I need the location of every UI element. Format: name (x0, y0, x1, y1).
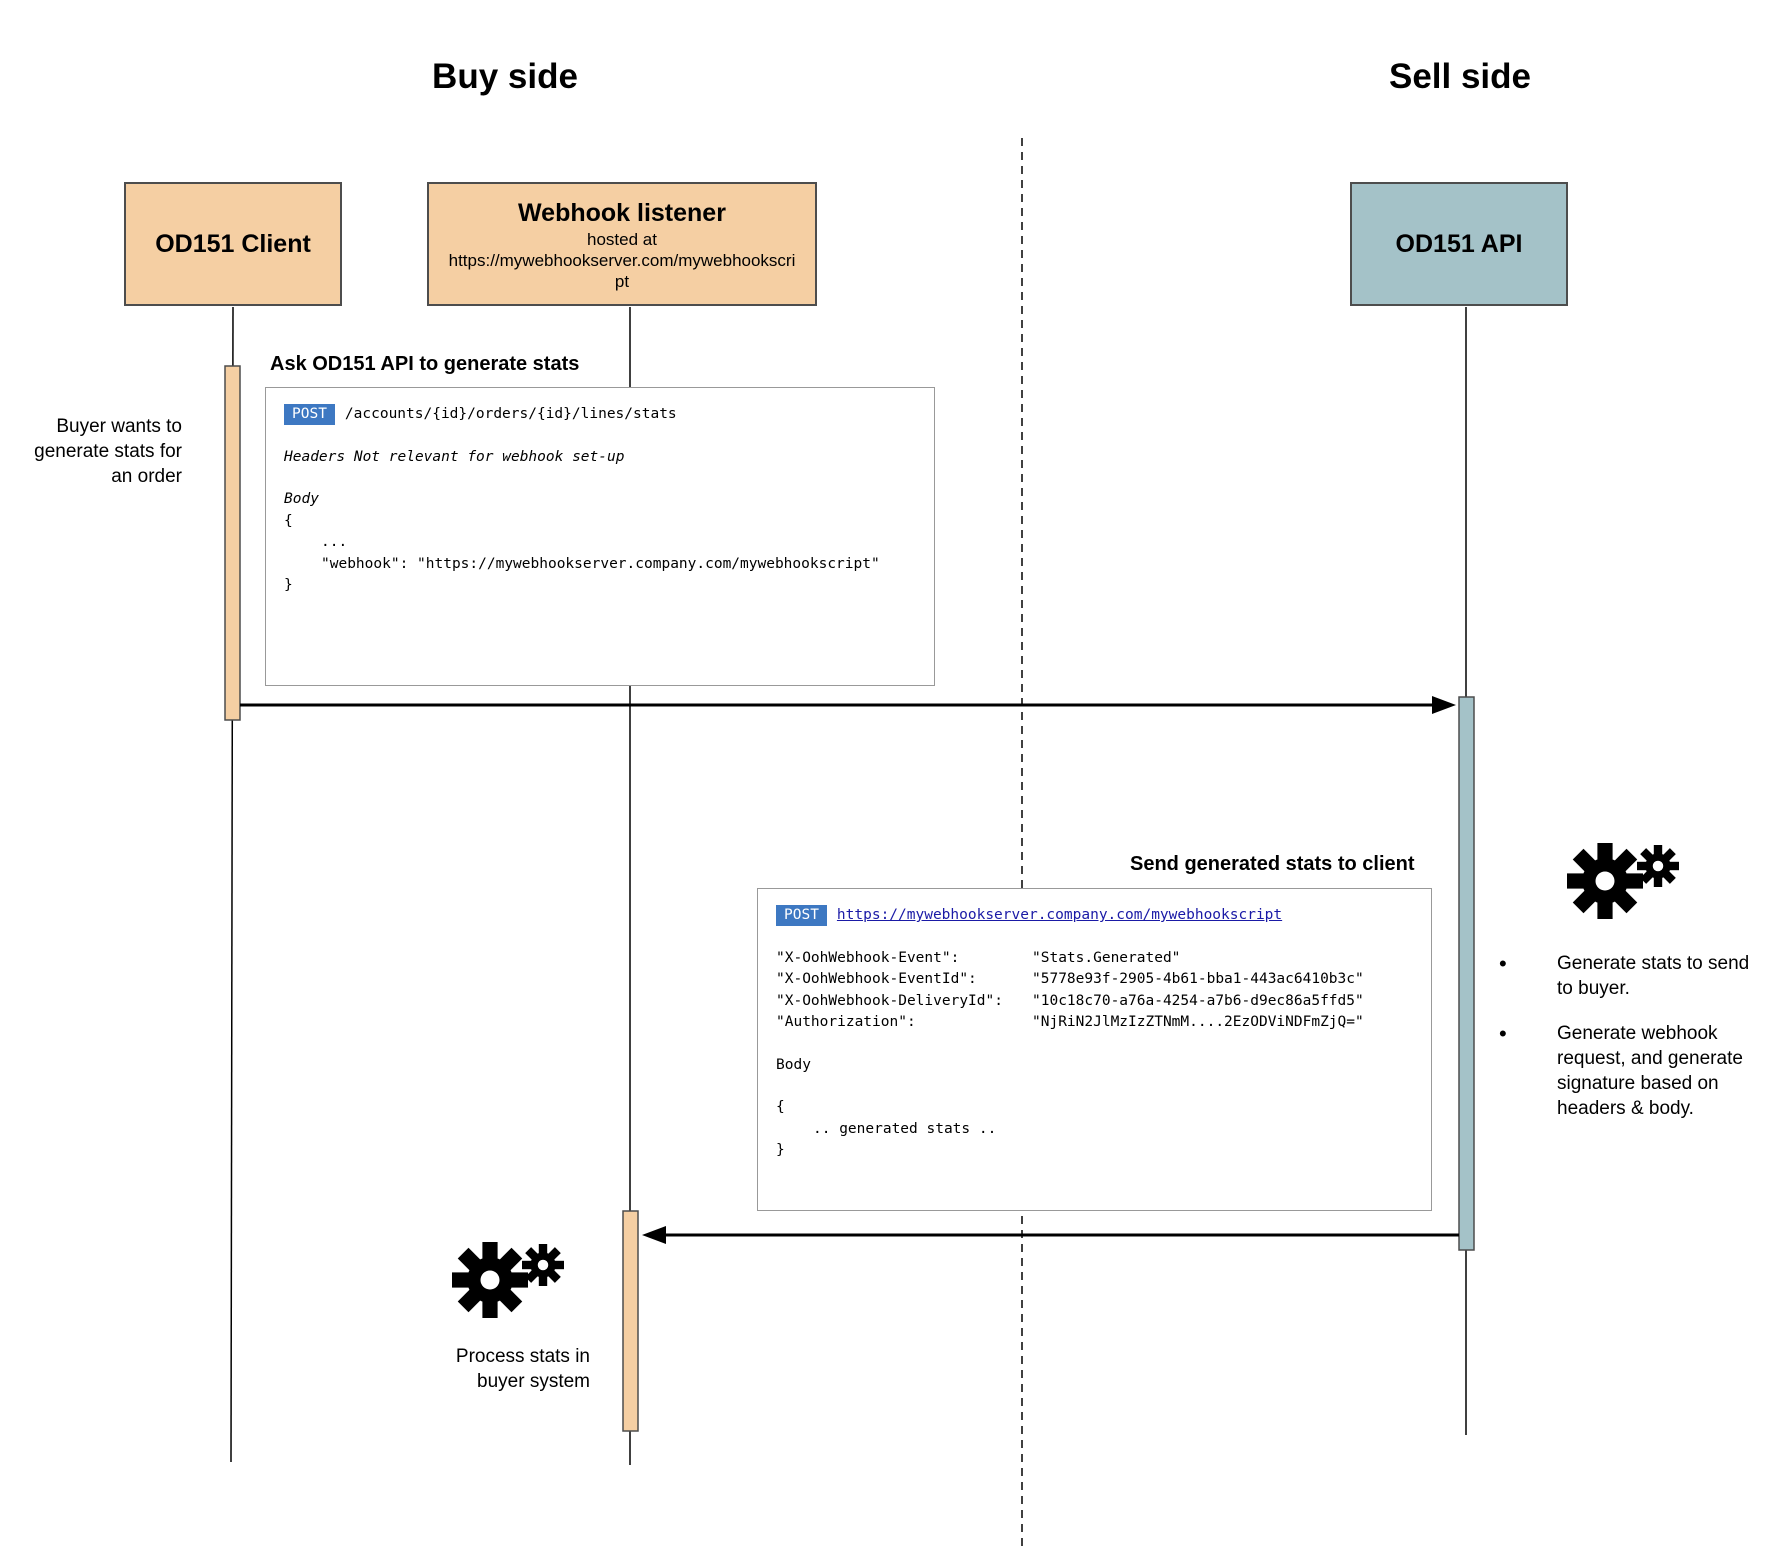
close-brace: } (284, 577, 293, 593)
header-row: "X-OohWebhook-EventId": "5778e93f-2905-4b… (776, 969, 1413, 991)
gears-icon (1567, 843, 1679, 919)
header-key: "X-OohWebhook-Event": (776, 949, 960, 966)
actor-webhook-listener: Webhook listener hosted at https://myweb… (427, 182, 817, 306)
header-key: "Authorization": (776, 1014, 916, 1030)
client-activation (224, 365, 241, 721)
actor-hosted-url: https://mywebhookserver.com/mywebhookscr… (448, 250, 796, 291)
header-key: "X-OohWebhook-DeliveryId": (776, 992, 1003, 1009)
request-title: Ask OD151 API to generate stats (270, 353, 580, 375)
list-item: • Generate stats to send to buyer. (1499, 951, 1757, 1001)
body-content: .. generated stats .. (813, 1120, 997, 1137)
header-value: "10c18c70-a76a-4254-a7b6-d9ec86a5ffd5" (1032, 992, 1364, 1009)
api-activation (1458, 696, 1475, 1251)
header-key: "X-OohWebhook-EventId": (776, 971, 977, 987)
method-badge: POST (776, 905, 827, 926)
headers-line: Headers Not relevant for webhook set-up (284, 448, 625, 465)
webhook-field: "webhook": "https://mywebhookserver.comp… (321, 555, 880, 572)
body-ellipsis: ... (321, 534, 348, 550)
open-brace: { (776, 1099, 785, 1115)
buyer-wants-note: Buyer wants to generate stats for an ord… (34, 416, 182, 487)
bullet-icon: • (1499, 1021, 1507, 1046)
open-brace: { (284, 512, 293, 529)
actor-od151-api: OD151 API (1350, 182, 1568, 306)
method-badge: POST (284, 404, 335, 425)
header-value: "NjRiN2JlMzIzZTNmM....2EzODViNDFmZjQ=" (1032, 1014, 1364, 1030)
gears-icon (452, 1242, 564, 1318)
bullet-icon: • (1499, 951, 1507, 976)
request-arrowhead (1432, 696, 1456, 714)
webhook-arrowhead (642, 1226, 666, 1244)
body-label: Body (776, 1056, 811, 1073)
webhook-url-link[interactable]: https://mywebhookserver.company.com/mywe… (836, 907, 1283, 923)
actor-label: OD151 API (1395, 230, 1523, 258)
header-row: "X-OohWebhook-DeliveryId": "10c18c70-a76a… (776, 991, 1413, 1013)
actor-od151-client: OD151 Client (124, 182, 342, 306)
header-row: "X-OohWebhook-Event": "Stats.Generated" (776, 948, 1413, 970)
request-path: /accounts/{id}/orders/{id}/lines/stats (344, 406, 677, 422)
sell-side-title: Sell side (1388, 57, 1532, 96)
webhook-call-title: Send generated stats to client (1130, 853, 1415, 875)
header-value: "Stats.Generated" (1032, 949, 1181, 966)
webhook-headers: "X-OohWebhook-Event": "Stats.Generated" "… (776, 948, 1413, 1034)
list-item: • Generate webhook request, and generate … (1499, 1021, 1757, 1121)
actor-label: Webhook listener (518, 198, 726, 227)
actor-hosted-prefix: hosted at (587, 229, 657, 249)
step-text: Generate stats to send to buyer. (1557, 953, 1750, 999)
header-row: "Authorization": "NjRiN2JlMzIzZTNmM....2E… (776, 1012, 1413, 1034)
webhook-code-box: POST https://mywebhookserver.company.com/… (757, 888, 1432, 1211)
close-brace: } (776, 1142, 785, 1158)
buy-side-title: Buy side (432, 57, 578, 96)
request-line: POST/accounts/{id}/orders/{id}/lines/sta… (284, 404, 916, 426)
step-text: Generate webhook request, and generate s… (1557, 1023, 1743, 1119)
request-code-box: POST/accounts/{id}/orders/{id}/lines/sta… (265, 387, 935, 686)
listener-activation (622, 1210, 639, 1432)
api-steps-list: • Generate stats to send to buyer. • Gener… (1499, 951, 1757, 1141)
webhook-request-line: POST https://mywebhookserver.company.com/… (776, 905, 1413, 927)
actor-label: OD151 Client (155, 230, 311, 258)
process-stats-note: Process stats in buyer system (455, 1346, 590, 1392)
header-value: "5778e93f-2905-4b61-bba1-443ac6410b3c" (1032, 971, 1364, 987)
body-label: Body (284, 491, 319, 507)
